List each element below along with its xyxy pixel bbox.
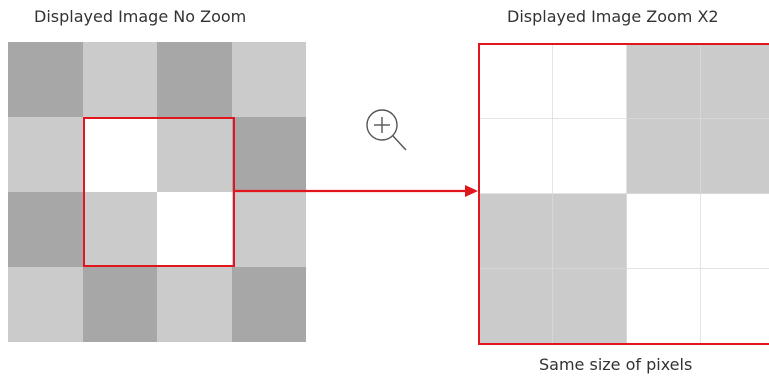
caption: Same size of pixels xyxy=(539,355,693,374)
pixel-cell xyxy=(627,119,701,194)
pixel-cell xyxy=(553,119,627,194)
pixel-cell xyxy=(553,194,627,269)
pixel-cell xyxy=(82,42,157,117)
pixel-cell xyxy=(479,194,553,269)
pixel-grid-no-zoom xyxy=(8,42,306,342)
pixel-cell xyxy=(231,42,306,117)
pixel-cell xyxy=(701,194,769,269)
pixel-cell xyxy=(231,192,306,267)
pixel-cell xyxy=(479,269,553,344)
pixel-cell xyxy=(82,117,157,192)
pixel-cell xyxy=(479,44,553,119)
pixel-cell xyxy=(701,119,769,194)
pixel-cell xyxy=(627,269,701,344)
pixel-grid-zoom-x2 xyxy=(479,44,769,344)
pixel-cell xyxy=(82,267,157,342)
pixel-cell xyxy=(8,267,83,342)
pixel-cell xyxy=(231,117,306,192)
pixel-cell xyxy=(157,42,232,117)
pixel-cell xyxy=(8,117,83,192)
title-zoom-x2: Displayed Image Zoom X2 xyxy=(507,7,719,26)
pixel-cell xyxy=(82,192,157,267)
zoom-in-icon xyxy=(366,109,407,151)
pixel-cell xyxy=(157,117,232,192)
pixel-cell xyxy=(479,119,553,194)
pixel-cell xyxy=(157,192,232,267)
pixel-cell xyxy=(157,267,232,342)
pixel-cell xyxy=(701,44,769,119)
pixel-cell xyxy=(553,44,627,119)
pixel-cell xyxy=(8,42,83,117)
pixel-cell xyxy=(8,192,83,267)
pixel-cell xyxy=(701,269,769,344)
pixel-cell xyxy=(627,44,701,119)
pixel-cell xyxy=(553,269,627,344)
title-no-zoom: Displayed Image No Zoom xyxy=(34,7,247,26)
pixel-cell xyxy=(231,267,306,342)
pixel-cell xyxy=(627,194,701,269)
